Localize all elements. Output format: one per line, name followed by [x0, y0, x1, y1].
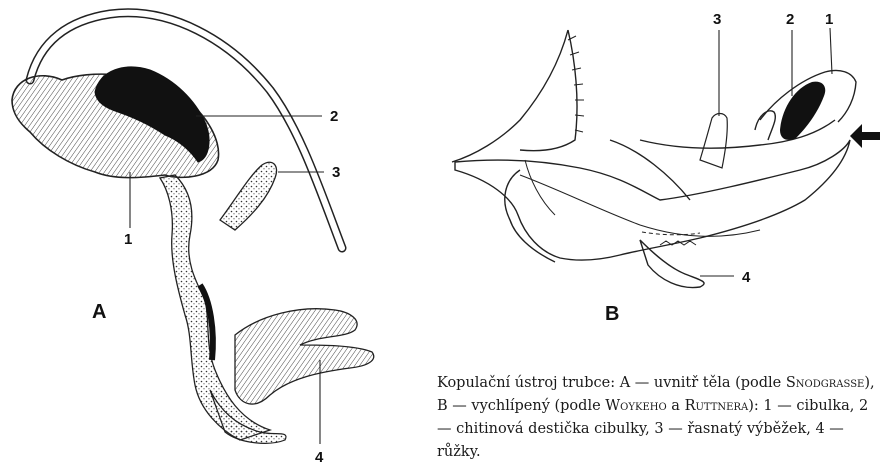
caption-author-ruttnera: Ruttnera	[685, 398, 749, 414]
arrow-icon	[850, 124, 880, 148]
fringed-membrane	[452, 30, 577, 162]
fringed-lobe	[220, 162, 277, 230]
figure-b-leaders	[700, 28, 832, 276]
fringed-process	[700, 114, 727, 169]
panel-label-b: B	[605, 303, 619, 325]
bulb-plate-b	[780, 82, 825, 140]
label-b-4: 4	[742, 269, 751, 286]
everted-body	[455, 140, 850, 260]
label-b-1: 1	[825, 11, 833, 28]
panel-label-a: A	[92, 301, 106, 323]
figure-b-drawing	[452, 30, 856, 288]
label-a-4: 4	[315, 449, 324, 466]
caption-author-snodgrasse: Snod­grasse	[786, 375, 864, 391]
label-a-1: 1	[124, 231, 132, 248]
label-a-3: 3	[332, 164, 340, 181]
label-b-2: 2	[786, 11, 794, 28]
caption-author-woykeho: Woykeho	[605, 398, 666, 414]
caption-part-1: Kopulační ústroj trubce: A — uvnitř těla…	[437, 375, 786, 391]
label-b-3: 3	[713, 11, 721, 28]
caption-part-3: a	[667, 398, 685, 414]
figure-caption: Kopulační ústroj trubce: A — uvnitř těla…	[437, 372, 877, 464]
label-a-2: 2	[330, 108, 338, 125]
horns	[235, 309, 374, 404]
horn-b	[640, 240, 704, 288]
